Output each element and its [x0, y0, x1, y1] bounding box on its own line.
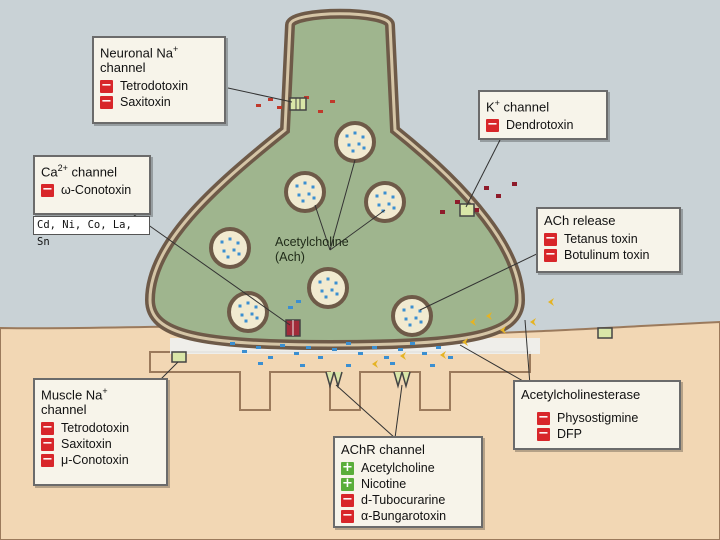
ach-molecule	[410, 342, 415, 345]
list-item: −ω-Conotoxin	[41, 181, 132, 198]
acetylcholinesterase-box: Acetylcholinesterase −Physostigmine −DFP	[513, 380, 681, 450]
minus-icon: −	[100, 77, 113, 93]
box-title: Muscle Na+ channel	[41, 386, 108, 418]
minus-icon: −	[537, 425, 550, 441]
ache-enzyme	[530, 318, 536, 326]
ach-molecule	[398, 348, 403, 351]
achr-channel-box: AChR channel +Acetylcholine +Nicotine −d…	[333, 436, 483, 528]
box-title: ACh release	[544, 213, 616, 228]
box-title: Acetylcholinesterase	[521, 387, 641, 402]
list-item: −Saxitoxin	[41, 435, 112, 452]
k-ions	[440, 182, 517, 214]
ach-molecule	[346, 342, 351, 345]
vesicle	[391, 295, 433, 337]
ach-molecule	[296, 300, 301, 303]
vesicle	[227, 291, 269, 333]
ach-molecule	[390, 362, 395, 365]
minus-icon: −	[41, 435, 54, 451]
acetylcholinesterase-enzymes	[372, 298, 554, 368]
ach-molecule	[256, 346, 261, 349]
vesicle	[209, 227, 251, 269]
ach-molecule	[230, 342, 235, 345]
list-item: −μ-Conotoxin	[41, 451, 129, 468]
acetylcholine-label: Acetylcholine (Ach)	[275, 235, 349, 264]
list-item: +Nicotine	[341, 475, 407, 491]
box-title: Ca2+ channel	[41, 163, 118, 180]
ach-molecule	[384, 356, 389, 359]
list-item: −Physostigmine	[537, 409, 639, 425]
minus-icon: −	[544, 230, 557, 246]
ache-enzyme	[500, 326, 506, 334]
ach-molecule	[358, 352, 363, 355]
ach-molecule	[448, 356, 453, 359]
box-title: K+ channel	[486, 98, 550, 115]
box-title: AChR channel	[341, 442, 425, 457]
ach-molecule	[436, 346, 441, 349]
ach-molecule	[242, 350, 247, 353]
minus-icon: −	[341, 491, 354, 507]
minus-icon: −	[544, 246, 557, 262]
vesicle	[334, 121, 376, 163]
ach-molecule	[346, 364, 351, 367]
ach-molecule	[294, 352, 299, 355]
ach-molecule	[318, 356, 323, 359]
neuronal-na-channel-box: Neuronal Na+ channel −Tetrodotoxin −Saxi…	[92, 36, 226, 124]
minus-icon: −	[100, 93, 113, 109]
vesicle	[284, 171, 326, 213]
k-channel-box: K+ channel −Dendrotoxin	[478, 90, 608, 140]
ach-molecule	[268, 356, 273, 359]
metal-ions-label: Cd, Ni, Co, La, Sn	[33, 216, 150, 248]
minus-icon: −	[341, 507, 354, 523]
ach-molecule	[300, 364, 305, 367]
vesicle	[307, 267, 349, 309]
list-item: −Tetanus toxin	[544, 230, 638, 246]
released-ach	[230, 300, 453, 367]
ach-release-box: ACh release −Tetanus toxin −Botulinum to…	[536, 207, 681, 273]
ach-molecule	[306, 346, 311, 349]
muscle-na-channel-box: Muscle Na+ channel −Tetrodotoxin −Saxito…	[33, 378, 168, 486]
list-item: −Saxitoxin	[100, 93, 171, 110]
ach-molecule	[422, 352, 427, 355]
list-item: +Acetylcholine	[341, 459, 435, 475]
list-item: −DFP	[537, 425, 582, 441]
ache-enzyme	[462, 338, 468, 346]
leader-lines	[119, 87, 546, 439]
ach-molecule	[332, 348, 337, 351]
ache-enzyme	[440, 351, 446, 359]
minus-icon: −	[41, 419, 54, 435]
list-item: −Dendrotoxin	[486, 116, 574, 133]
list-item: −Botulinum toxin	[544, 246, 650, 262]
achr-channels	[325, 371, 411, 389]
ache-enzyme	[486, 312, 492, 320]
ache-enzyme	[400, 352, 406, 360]
ach-molecule	[258, 362, 263, 365]
list-item: −Tetrodotoxin	[41, 419, 130, 436]
muscle-na-channel	[171, 327, 613, 363]
ach-molecule	[372, 346, 377, 349]
ach-molecule	[288, 306, 293, 309]
ache-enzyme	[548, 298, 554, 306]
plus-icon: +	[341, 459, 354, 475]
list-item: −α-Bungarotoxin	[341, 507, 447, 523]
ache-enzyme	[372, 360, 378, 368]
ach-molecule	[430, 364, 435, 367]
list-item: −d-Tubocurarine	[341, 491, 446, 507]
ca-channel-box: Ca2+ channel −ω-Conotoxin	[33, 155, 151, 215]
box-title: Neuronal Na+ channel	[100, 44, 179, 76]
ache-enzyme	[470, 318, 476, 326]
neuronal-na-channel	[289, 97, 307, 111]
minus-icon: −	[486, 116, 499, 132]
minus-icon: −	[537, 409, 550, 425]
minus-icon: −	[41, 451, 54, 467]
vesicles	[209, 121, 433, 337]
plus-icon: +	[341, 475, 354, 491]
minus-icon: −	[41, 181, 54, 197]
ca-channel	[285, 319, 301, 337]
list-item: −Tetrodotoxin	[100, 77, 189, 94]
ach-molecule	[280, 344, 285, 347]
vesicle	[364, 181, 406, 223]
